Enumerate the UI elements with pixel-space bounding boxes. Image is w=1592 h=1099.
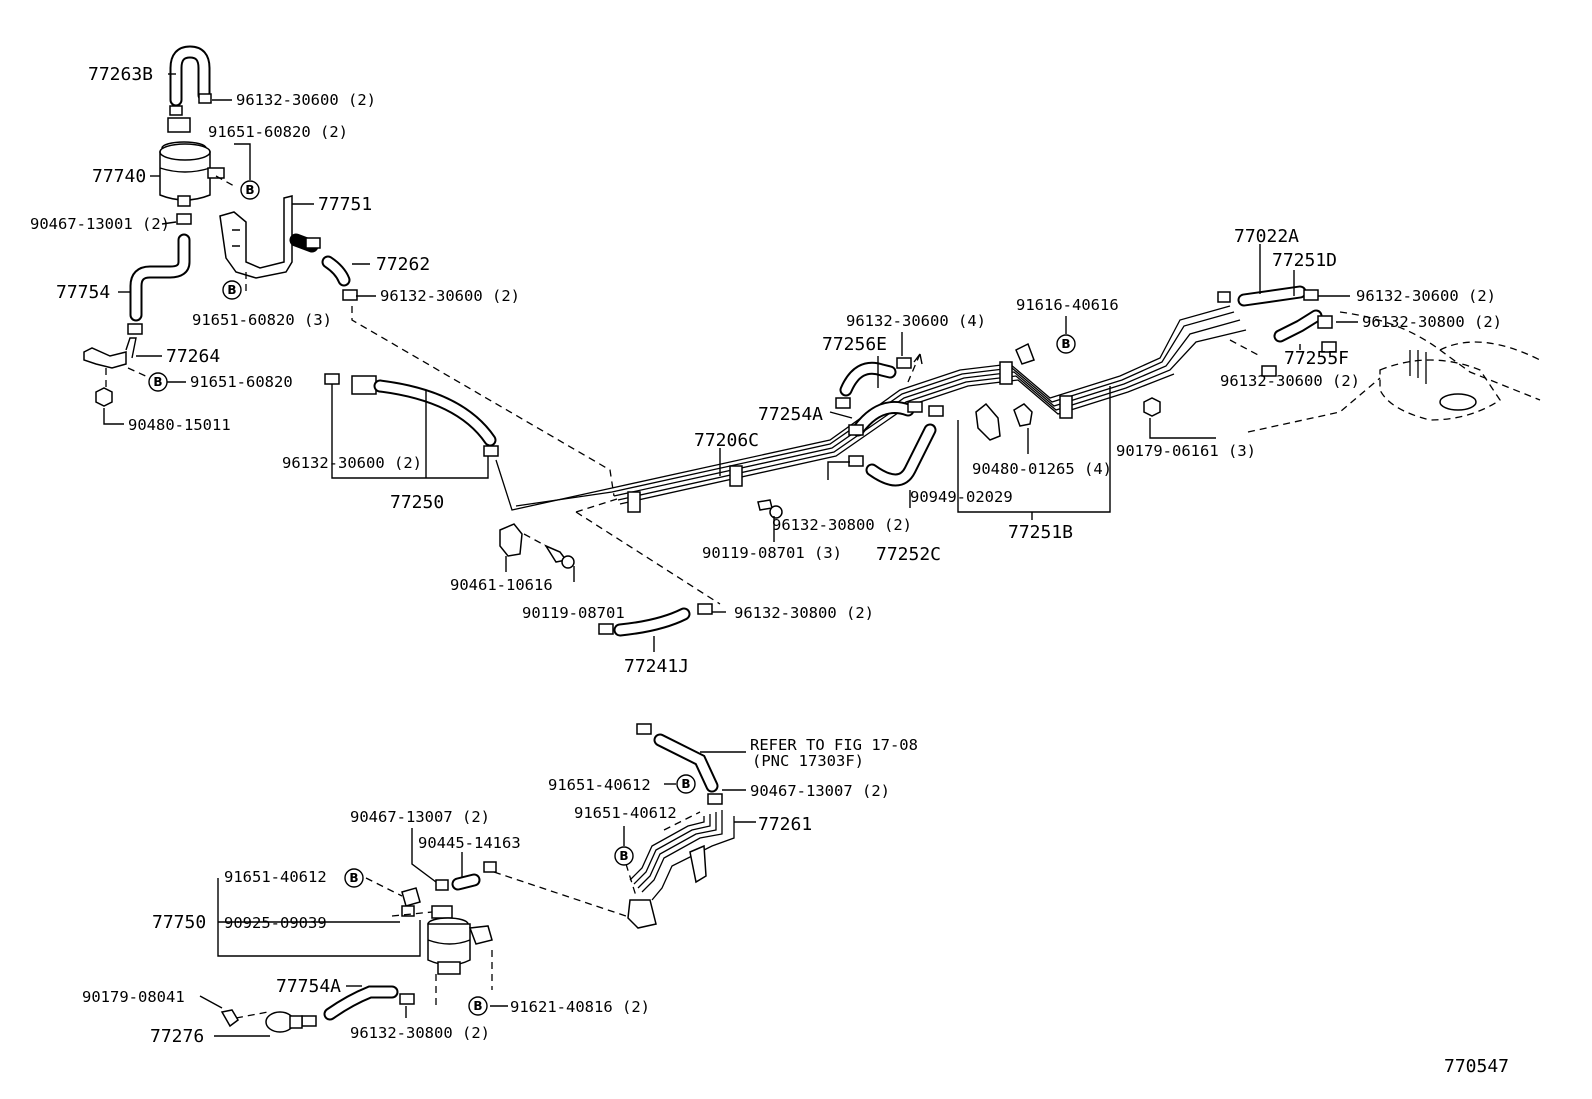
tank-area [1143,285,1541,433]
canister-group [83,45,358,407]
svg-text:B: B [473,999,482,1013]
label-90467-13001-2: 90467-13001 (2) [30,215,170,233]
svg-text:B: B [245,183,254,197]
svg-text:B: B [681,777,690,791]
label-90925-09039: 90925-09039 [224,914,327,932]
label-refer-fig: REFER TO FIG 17-08 [750,736,918,754]
label-77261: 77261 [758,814,812,835]
bolt-b-icon: B [344,868,364,888]
bolt-symbols: B B B B B B B B [148,180,1076,1016]
label-90119-08701: 90119-08701 [522,604,625,622]
label-96132-30600-4: 96132-30600 (4) [846,312,986,330]
label-96132-30800-2: 96132-30800 (2) [772,516,912,534]
bolt-b-icon: B [240,180,260,200]
label-90179-08041: 90179-08041 [82,988,185,1006]
bracket-90461 [499,523,575,569]
part-labels: 77263B 96132-30600 (2) 91651-60820 (2) 7… [30,64,1509,1077]
label-77740: 77740 [92,166,146,187]
label-77254A: 77254A [758,404,823,425]
label-77750: 77750 [152,912,206,933]
label-90445-14163: 90445-14163 [418,834,521,852]
label-77241J: 77241J [624,656,689,677]
label-91651-60820: 91651-60820 [190,373,293,391]
lower-assembly [220,723,735,1033]
label-90461-10616: 90461-10616 [450,576,553,594]
label-77022A: 77022A [1234,226,1299,247]
label-90480-15011: 90480-15011 [128,416,231,434]
label-77754: 77754 [56,282,110,303]
label-77262: 77262 [376,254,430,275]
label-90949-02029: 90949-02029 [910,488,1013,506]
svg-text:B: B [1061,337,1070,351]
label-91651-60820-2: 91651-60820 (2) [208,123,348,141]
label-77754A: 77754A [276,976,341,997]
bolt-b-icon: B [468,996,488,1016]
label-77255F: 77255F [1284,348,1349,369]
label-77256E: 77256E [822,334,887,355]
label-77252C: 77252C [876,544,941,565]
svg-text:B: B [227,283,236,297]
label-96132-30600-2: 96132-30600 (2) [236,91,376,109]
label-77263B: 77263B [88,64,153,85]
label-90119-08701-3: 90119-08701 (3) [702,544,842,562]
svg-text:B: B [619,849,628,863]
hose-clip [169,105,183,116]
label-91616-40616: 91616-40616 [1016,296,1119,314]
label-96132-30600-2: 96132-30600 (2) [1220,372,1360,390]
label-90467-13007-2: 90467-13007 (2) [350,808,490,826]
svg-text:B: B [153,375,162,389]
figure-number: 770547 [1444,1056,1509,1077]
label-77751: 77751 [318,194,372,215]
mid-hoses [835,353,1033,487]
hose-77250 [324,306,615,497]
label-91651-40612: 91651-40612 [224,868,327,886]
label-90467-13007-2: 90467-13007 (2) [750,782,890,800]
bolt-b-icon: B [614,846,634,866]
label-91621-40816-2: 91621-40816 (2) [510,998,650,1016]
label-refer-pnc: (PNC 17303F) [752,752,864,770]
label-90179-06161-3: 90179-06161 (3) [1116,442,1256,460]
label-77276: 77276 [150,1026,204,1047]
hose-clip [198,93,212,104]
label-77251D: 77251D [1272,250,1337,271]
label-91651-40612: 91651-40612 [574,804,677,822]
label-77206C: 77206C [694,430,759,451]
label-96132-30600-2: 96132-30600 (2) [1356,287,1496,305]
label-96132-30600-2: 96132-30600 (2) [282,454,422,472]
label-96132-30600-2: 96132-30600 (2) [380,287,520,305]
bolt-b-icon: B [1056,334,1076,354]
label-77264: 77264 [166,346,220,367]
label-91651-40612: 91651-40612 [548,776,651,794]
bolt-b-icon: B [676,774,696,794]
label-90480-01265-4: 90480-01265 (4) [972,460,1112,478]
leader-lines [103,73,1358,1037]
bolt-b-icon: B [148,372,168,392]
label-77250: 77250 [390,492,444,513]
label-96132-30800-2: 96132-30800 (2) [734,604,874,622]
label-77251B: 77251B [1008,522,1073,543]
svg-text:B: B [349,871,358,885]
hose-77241J [598,603,713,637]
label-91651-60820-3: 91651-60820 (3) [192,311,332,329]
label-96132-30800-2: 96132-30800 (2) [350,1024,490,1042]
label-96132-30800-2: 96132-30800 (2) [1362,313,1502,331]
bolt-b-icon: B [222,280,242,300]
